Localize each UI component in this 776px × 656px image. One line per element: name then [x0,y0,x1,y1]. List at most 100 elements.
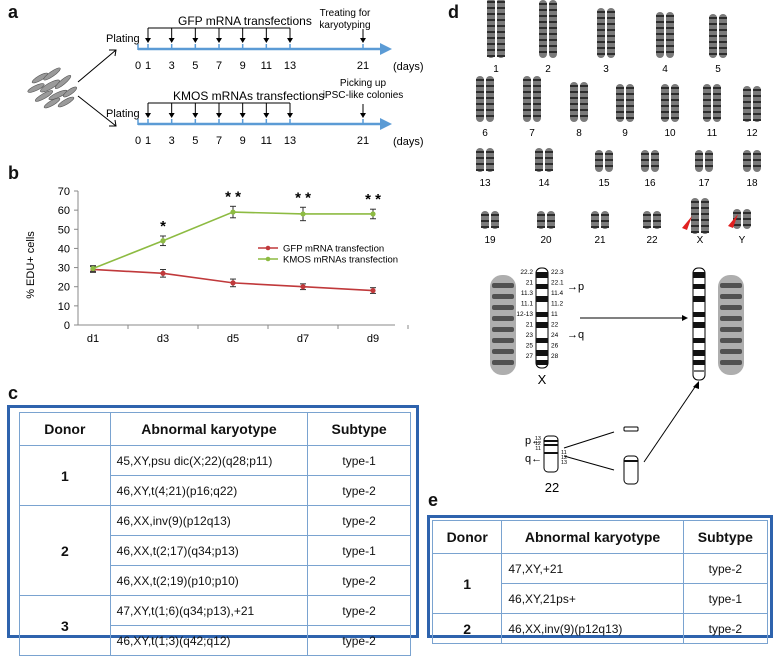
panel-label-e: e [428,490,439,510]
chromosome-band [641,153,649,155]
chromosome-band [491,214,499,216]
chromosome-pair-5: 5 [709,14,727,75]
ideogram-22-label: 22 [545,480,559,495]
ideogram-band [544,444,558,446]
chromosome-band [533,115,541,117]
band-label: 22.2 [520,269,533,276]
chromosome-image-band [720,283,742,288]
chromosome-band [691,225,699,227]
chromosome-band [597,47,605,49]
chromosome-band [656,33,664,35]
significance-marker: * * [295,189,311,206]
chromosome-band [719,29,727,31]
ideogram-band [693,312,705,317]
chromosome-band [703,87,711,89]
transfection-arrowhead [263,113,270,118]
ideogram-band [693,338,705,343]
chromosome-band [533,109,541,111]
chromosome-band [651,159,659,161]
timeline-top-tick-label: 7 [216,60,222,72]
chromosome-band [533,97,541,99]
chromosome-image-band [492,305,514,310]
p-arm-label: →p [567,281,584,293]
chromosome-image-band [720,327,742,332]
chromosome-band [486,109,494,111]
ideogram-x: 22.22111.311.112-132123252722.322.111.41… [516,267,584,387]
chromosome-band [703,111,711,113]
chromosome-band [709,29,717,31]
chromosome-band [570,103,578,105]
donor-cell: 2 [19,505,111,596]
chromosome-band [523,97,531,99]
split-arrow [563,455,615,471]
chromosome-band [616,105,624,107]
chromosome-band [701,225,709,227]
chromosome-image-band [720,316,742,321]
ideogram-band [536,360,548,365]
transfection-arrowhead [287,113,293,118]
cells-icon [27,67,78,109]
transfection-arrowhead [216,113,222,118]
significance-marker: * * [365,191,381,208]
chromosome-band [597,11,605,13]
chromosome-image-band [492,349,514,354]
chromosome [753,86,761,122]
chromosome-band [671,117,679,119]
ideogram-fragment [623,455,639,485]
chromosome-band [713,99,721,101]
chromosome-band [753,119,761,121]
chromosome-band [661,87,669,89]
chromosome-label: 12 [746,128,758,139]
chromosome-label: X [697,235,704,246]
chromosome-label: 7 [529,128,535,139]
chromosome-band [549,27,557,29]
chromosome-band [743,119,751,121]
band-label: 11.1 [521,301,534,308]
chromosome-band [537,220,545,222]
chromosome-pair-20: 20 [537,211,555,246]
transfection-arrowhead [145,38,151,43]
chromosome-band [491,220,499,222]
chromosome-band [661,93,669,95]
chromosome-label: 8 [576,128,582,139]
chromosome-band [616,93,624,95]
chromosome-band [743,212,751,214]
chromosome-band [476,169,484,171]
chromosome-pair-2: 2 [539,0,557,75]
band-label: 26 [551,343,559,350]
karyotype-cell: 47,XY,t(1;6)(q34;p13),+21 [109,595,309,626]
chromosome-band [709,53,717,55]
chromosome-pair-6: 6 [476,76,494,139]
chromosome-band [653,220,661,222]
chromosome-band [607,53,615,55]
chromosome-band [497,37,505,39]
ideogram-band [693,272,705,278]
chromosome-band [691,231,699,233]
chromosome-band [607,23,615,25]
chromosome-band [487,49,495,51]
chromosome-band [626,117,634,119]
chromosome-band [497,43,505,45]
y-tick-label: 30 [58,263,70,275]
chromosome-band [481,220,489,222]
data-point [370,287,376,294]
chromosome-band [486,103,494,105]
chromosome-band [597,41,605,43]
chromosome-band [616,117,624,119]
q-arm-label: →q [567,329,584,341]
chromosome-band [666,33,674,35]
endpoint-arrowhead [360,38,366,43]
chromosome-band [601,226,609,228]
chromosome-band [656,51,664,53]
timeline-top-units: (days) [393,61,424,73]
chromosome-band [666,21,674,23]
chromosome-label: 13 [479,178,491,189]
chromosome-label: 15 [598,178,610,189]
chromosome-band [709,35,717,37]
ideogram-band [693,296,705,302]
chromosome-band [476,151,484,153]
chromosome-band [580,91,588,93]
band-label: 12-13 [516,311,533,318]
band-label: 11.4 [551,290,564,297]
legend-label: KMOS mRNAs transfection [283,255,398,266]
